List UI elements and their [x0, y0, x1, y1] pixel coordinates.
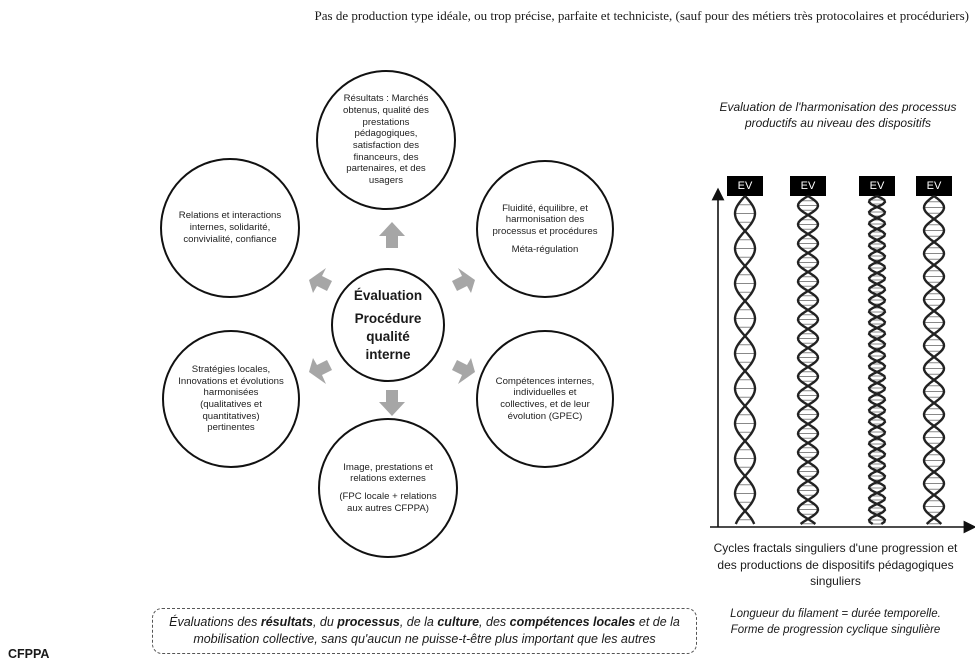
arrow-lower-left-icon [309, 358, 332, 384]
org-label: CFPPA [8, 647, 50, 661]
right-note-line-1: Longueur du filament = durée temporelle. [730, 608, 941, 620]
circle-processes-text: Fluidité, équilibre, et harmonisation de… [492, 202, 598, 237]
arrow-lower-right-icon [452, 358, 475, 384]
arrow-down-icon [379, 390, 405, 416]
helix-2 [796, 194, 820, 525]
circle-results-text: Résultats : Marchés obtenus, qualité des… [343, 93, 429, 187]
ev-label-1: EV [727, 176, 763, 196]
caption-text: Évaluations des résultats, du processus,… [169, 615, 680, 646]
right-panel-caption: Cycles fractals singuliers d'une progres… [713, 541, 958, 589]
right-panel-note: Longueur du filament = durée temporelle.… [708, 606, 963, 639]
center-title: Évaluation [353, 287, 423, 303]
helix-strands [733, 194, 946, 525]
circle-strategies: Stratégies locales, Innovations et évolu… [162, 330, 300, 468]
circle-skills-text: Compétences internes, individuelles et c… [495, 375, 595, 422]
circle-image-text: Image, prestations et relations externes [343, 461, 433, 485]
circle-skills: Compétences internes, individuelles et c… [476, 330, 614, 468]
right-note-line-2: Forme de progression cyclique singulière [730, 624, 941, 637]
helix-4 [922, 195, 946, 525]
top-note: Pas de production type idéale, ou trop p… [314, 8, 969, 23]
circle-relations: Relations et interactions internes, soli… [160, 158, 300, 298]
helix-panel [710, 187, 975, 534]
circle-image-subtext: (FPC locale + relations aux autres CFPPA… [339, 491, 437, 514]
circle-processes: Fluidité, équilibre, et harmonisation de… [476, 160, 614, 298]
arrow-up-icon [379, 222, 405, 248]
caption-box: Évaluations des résultats, du processus,… [152, 608, 697, 654]
arrow-upper-left-icon [309, 268, 332, 293]
circle-relations-text: Relations et interactions internes, soli… [178, 210, 282, 245]
ev-label-4: EV [916, 176, 952, 196]
circle-image: Image, prestations et relations externes… [318, 418, 458, 558]
arrow-upper-right-icon [452, 268, 475, 293]
right-panel-title: Evaluation de l'harmonisation des proces… [719, 100, 957, 131]
helix-1 [733, 195, 757, 525]
circle-strategies-text: Stratégies locales, Innovations et évolu… [178, 363, 284, 434]
center-subtitle: Procédure qualité interne [354, 311, 422, 362]
circle-processes-subtext: Méta-régulation [511, 243, 579, 255]
center-circle: Évaluation Procédure qualité interne [331, 268, 445, 382]
ev-label-3: EV [859, 176, 895, 196]
circle-results: Résultats : Marchés obtenus, qualité des… [316, 70, 456, 210]
helix-3 [867, 194, 887, 525]
ev-label-2: EV [790, 176, 826, 196]
